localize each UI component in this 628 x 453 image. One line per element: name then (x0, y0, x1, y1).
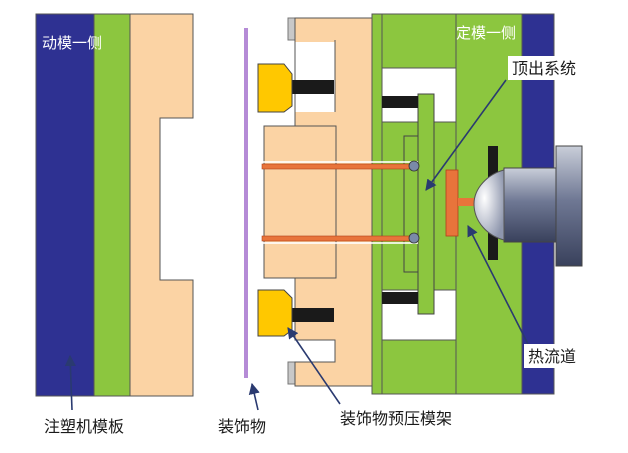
ejector-rod-bottom (261, 235, 419, 242)
press-pad-bottom (257, 289, 293, 337)
fixed-pin-bottom (382, 292, 418, 304)
fixed-side-green-plate-upper (381, 13, 457, 69)
fixed-side-green-plate-lower (381, 339, 457, 395)
cavity-vertical-green-bar (371, 13, 383, 395)
press-frame-upper-outline (294, 40, 336, 112)
moving-side-core-plate (129, 13, 194, 397)
label-decoration-press-frame: 装饰物预压模架 (340, 409, 452, 428)
fixed-pin-top-right (488, 146, 498, 178)
rod-guide-bottom (262, 242, 418, 244)
label-hot-runner: 热流道 (528, 347, 576, 366)
label-hot-runner-bg (524, 344, 596, 368)
arrow-icon (64, 354, 76, 411)
label-moving-side: 动模一侧 (42, 34, 102, 52)
moving-side-green-plate (93, 13, 131, 397)
moving-side-platen (35, 13, 95, 397)
rod-head-bottom (408, 232, 420, 244)
hot-runner-channel (458, 198, 484, 206)
press-frame-peach-upper-gap (295, 42, 335, 112)
label-ejector-bg (508, 56, 610, 80)
fixed-pin-bottom-right (488, 228, 498, 260)
arrow-icon (425, 79, 507, 191)
label-machine-platen: 注塑机模板 (44, 417, 124, 436)
label-fixed-side: 定模一侧 (456, 24, 516, 42)
arrow-icon (467, 225, 529, 345)
nozzle-icon (473, 145, 583, 267)
arrow-icon (287, 327, 341, 405)
decoration-film (244, 28, 248, 378)
ejector-plate-inner (403, 135, 419, 273)
ejector-rod-top (261, 163, 419, 170)
frame-pin-top (292, 80, 334, 94)
frame-pin-bottom (292, 308, 334, 322)
arrow-icon (248, 382, 260, 411)
label-ejector-system: 顶出系统 (512, 59, 576, 78)
rod-head-top (408, 160, 420, 172)
press-pad-top (257, 63, 293, 113)
hot-runner-block (445, 169, 459, 237)
rod-guide-top (262, 161, 418, 163)
label-decoration: 装饰物 (218, 417, 266, 436)
fixed-pin-top (382, 96, 418, 108)
press-frame-inner-block (263, 125, 337, 279)
gray-tab-bottom (287, 361, 296, 385)
gray-tab-top (287, 17, 296, 41)
ejector-plate-vertical (417, 93, 435, 315)
